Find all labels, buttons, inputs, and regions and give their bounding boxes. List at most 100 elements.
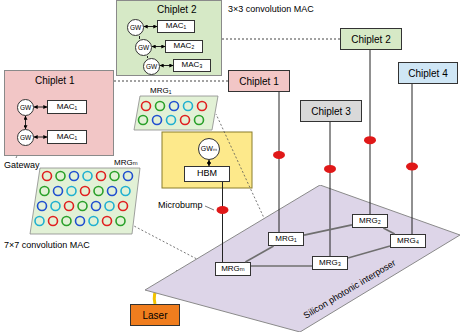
microring <box>142 102 151 111</box>
microring <box>167 116 176 125</box>
connector <box>222 182 223 262</box>
mac-box: MAC₁ <box>47 130 87 144</box>
microbump <box>406 163 418 171</box>
chiplet-box: Chiplet 2 <box>340 28 402 50</box>
microring <box>92 202 101 211</box>
chiplet-box: Chiplet 2 GW MAC₁ GW MAC₂ GW MAC₃ <box>116 0 222 76</box>
microring <box>56 172 65 181</box>
label-holder: Microbump <box>158 200 203 211</box>
mac-box: MAC₁ <box>157 20 195 33</box>
connector <box>34 137 47 138</box>
annotation-label: Gateway <box>4 161 40 171</box>
mrg-box: MRGₘ <box>215 262 251 276</box>
mac-box: MAC₃ <box>173 59 211 72</box>
microring <box>89 217 98 226</box>
node-text: GW <box>130 24 141 31</box>
microring <box>139 116 148 125</box>
mac-box: MAC₁ <box>47 100 87 114</box>
mrg-inset <box>134 96 218 130</box>
microring <box>43 172 52 181</box>
waveguide <box>251 265 312 267</box>
microring <box>40 187 49 196</box>
label-holder: 3×3 convolution MAC <box>228 4 314 15</box>
node-text: Laser <box>142 310 167 321</box>
gateway-circle: GWₘ <box>198 138 220 160</box>
node-text: MAC₃ <box>181 61 202 70</box>
interposer-outline <box>145 185 460 332</box>
label-holder: Gateway <box>4 160 40 171</box>
node-text: GW <box>138 44 149 51</box>
node-text: Chiplet 1 <box>35 75 74 86</box>
microbump <box>217 206 229 214</box>
microring <box>156 102 165 111</box>
mrg-box: MRG₄ <box>390 234 426 248</box>
microring <box>121 187 130 196</box>
waveguide <box>348 246 390 258</box>
chiplet-box: Chiplet 1 GW MAC₁ GW MAC₁ <box>4 70 114 156</box>
node-text: Chiplet 2 <box>351 34 390 45</box>
microring <box>108 187 117 196</box>
connector <box>152 46 165 47</box>
node-text: MRG₄ <box>397 237 419 246</box>
microring <box>81 187 90 196</box>
microring <box>124 172 133 181</box>
node-text: Chiplet 3 <box>311 106 350 117</box>
dotted-link <box>114 81 228 82</box>
node-text: MRG₃ <box>319 259 341 268</box>
gateway-circle: GW <box>127 19 144 36</box>
gateway-circle: GW <box>143 58 160 75</box>
connector <box>330 122 331 256</box>
chiplet-box: Chiplet 1 <box>228 70 290 92</box>
node-text: MAC₁ <box>57 133 77 142</box>
node-text: GW <box>20 134 31 141</box>
annotation-label: Microbump <box>158 201 203 211</box>
hbm-box: HBM <box>184 166 230 182</box>
mrg-inset <box>30 168 140 234</box>
label-holder: MRGₘ <box>114 158 138 168</box>
waveguide <box>304 225 352 235</box>
microring <box>38 202 47 211</box>
microring <box>105 202 114 211</box>
node-text: MAC₁ <box>166 22 186 31</box>
node-text: Chiplet 2 <box>157 4 196 15</box>
microring <box>76 217 85 226</box>
microring <box>110 172 119 181</box>
microring <box>78 202 87 211</box>
node-text: MRG₂ <box>359 217 381 226</box>
microring <box>195 116 204 125</box>
mrg-box: MRG₃ <box>312 256 348 270</box>
microring <box>153 116 162 125</box>
microring <box>184 102 193 111</box>
label-holder: MRG₁ <box>150 86 171 96</box>
mac-box: MAC₂ <box>165 40 203 53</box>
dotted-link <box>222 39 340 40</box>
node-text: Chiplet 4 <box>408 68 447 79</box>
microring <box>198 102 207 111</box>
connector <box>34 107 47 108</box>
annotation-label: 7×7 convolution MAC <box>4 241 90 251</box>
node-text: MRGₘ <box>221 265 245 274</box>
node-text: Chiplet 1 <box>239 76 278 87</box>
microring <box>119 202 128 211</box>
annotation-label: 3×3 convolution MAC <box>228 5 314 15</box>
microring <box>54 187 63 196</box>
node-text: GWₘ <box>201 145 217 153</box>
chiplet-box: Chiplet 3 <box>300 100 362 122</box>
node-text: HBM <box>197 169 217 179</box>
gateway-circle: GW <box>135 39 152 56</box>
microring <box>116 217 125 226</box>
node-text: MAC₁ <box>57 103 77 112</box>
waveguide <box>383 228 394 234</box>
microring <box>94 187 103 196</box>
gateway-circle: GW <box>17 129 34 146</box>
label-holder: 7×7 convolution MAC <box>4 240 90 251</box>
microring <box>170 102 179 111</box>
microring <box>67 187 76 196</box>
annotation-label: MRG₁ <box>150 87 171 96</box>
connector <box>139 36 140 39</box>
node-text: MRG₁ <box>275 235 296 244</box>
node-text: GW <box>20 104 31 111</box>
node-text: GW <box>146 63 157 70</box>
connector <box>209 160 210 166</box>
